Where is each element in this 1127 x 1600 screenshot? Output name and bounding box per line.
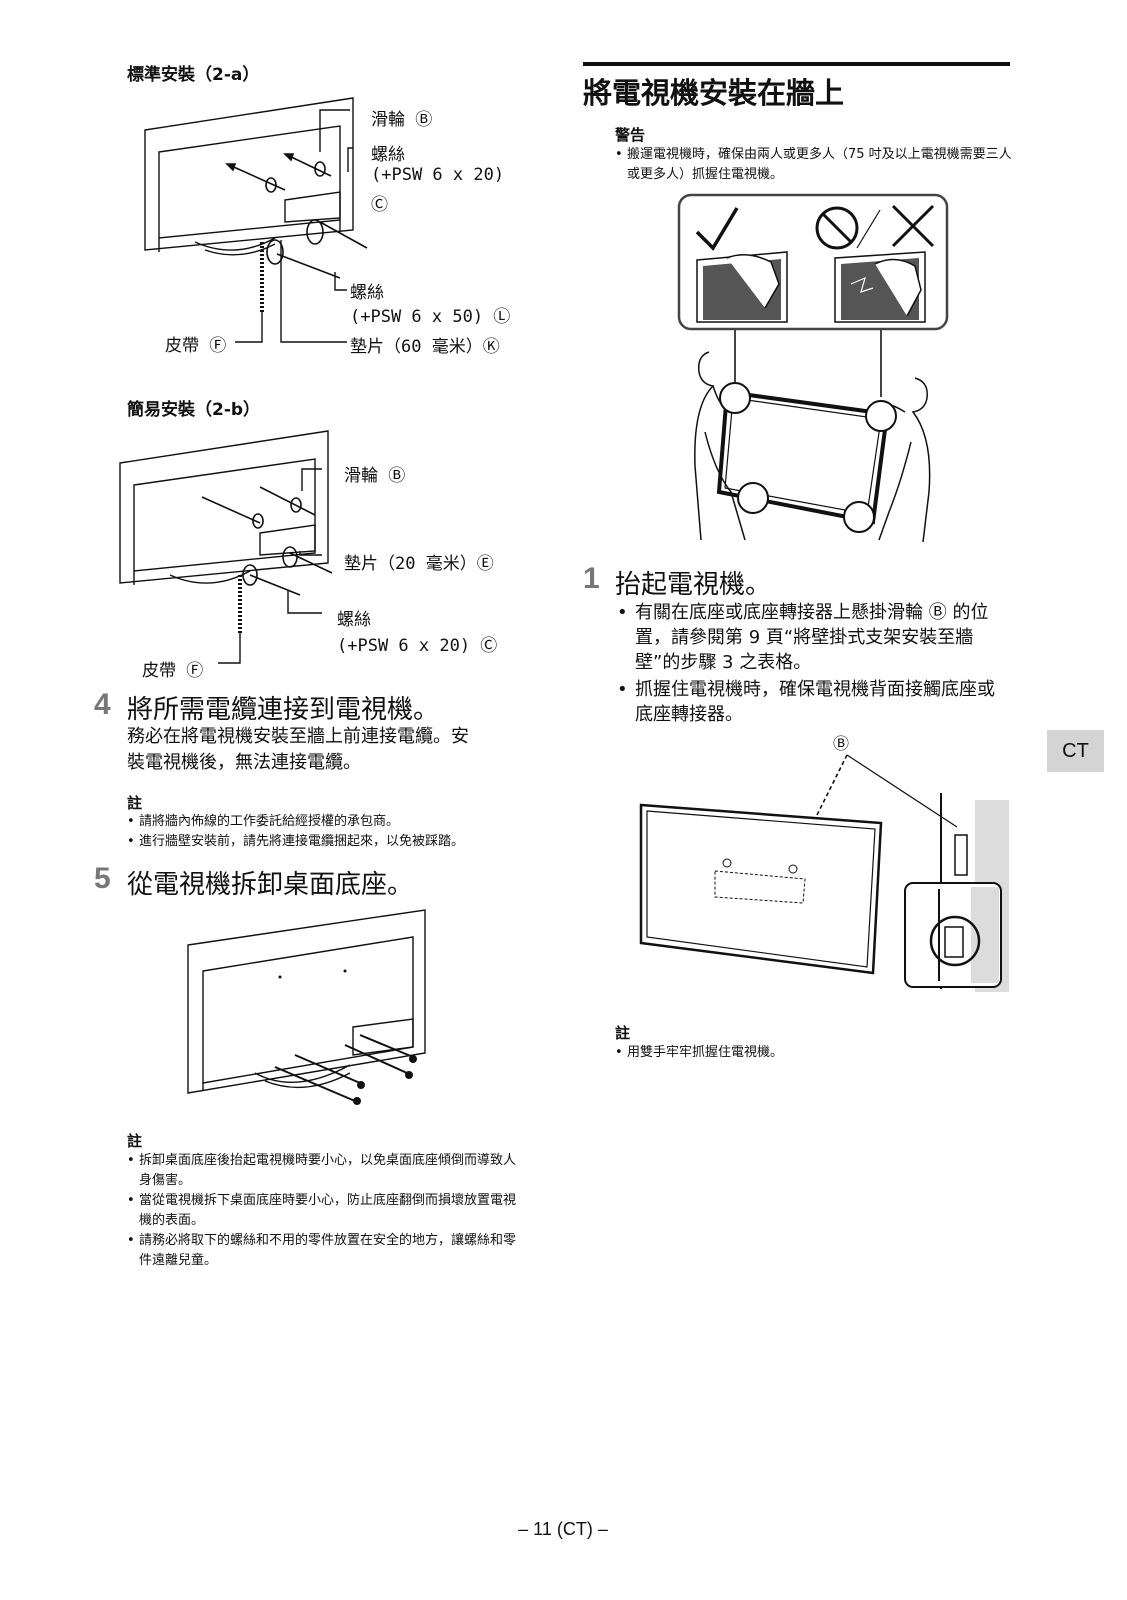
- label-screw-simple: 螺絲: [337, 610, 371, 630]
- figure-label-b: Ⓑ: [833, 734, 850, 753]
- figure-standard-install: [144, 97, 368, 343]
- step5-title: 從電視機拆卸桌面底座。: [127, 870, 414, 900]
- check-icon: [695, 207, 739, 251]
- label-belt-f: 皮帶 Ⓕ: [165, 336, 227, 356]
- section-title: 將電視機安裝在牆上: [583, 76, 845, 110]
- simple-install-title: 簡易安裝（2-b）: [127, 400, 261, 420]
- step5-note-heading: 註: [127, 1132, 143, 1150]
- label-screw-c: 螺絲: [371, 145, 405, 165]
- step4-notes: 請將牆內佈線的工作委託給經授權的承包商。 進行牆壁安裝前，請先將連接電纜捆起來，…: [127, 812, 527, 852]
- warning-heading: 警告: [615, 126, 646, 144]
- step5-number: 5: [94, 862, 111, 895]
- label-belt-f-simple: 皮帶 Ⓕ: [142, 661, 204, 681]
- label-screw-l-spec: (+PSW 6 x 50) Ⓛ: [350, 307, 511, 327]
- step1-title: 抬起電視機。: [615, 570, 772, 600]
- language-tab: CT: [1047, 730, 1104, 772]
- prohibited-icon: [815, 206, 859, 250]
- standard-install-title: 標準安裝（2-a）: [127, 65, 260, 85]
- note-item: 當從電視機拆下桌面底座時要小心，防止底座翻倒而損壞放置電視機的表面。: [127, 1191, 517, 1231]
- figure-two-person-lift: [677, 193, 949, 543]
- step4-body-line1: 務必在將電視機安裝至牆上前連接電纜。安: [127, 726, 469, 747]
- label-screw-c-mark: Ⓒ: [371, 195, 388, 215]
- label-spacer-e: 墊片（20 毫米）Ⓔ: [344, 554, 494, 574]
- step1-bullet: 有關在底座或底座轉接器上懸掛滑輪 Ⓑ 的位置，請參閱第 9 頁“將壁掛式支架安裝…: [615, 600, 995, 675]
- note-item: 請將牆內佈線的工作委託給經授權的承包商。: [127, 812, 527, 832]
- page-number: – 11 (CT) –: [518, 1519, 608, 1539]
- cross-icon: [891, 204, 935, 248]
- step1-note-heading: 註: [615, 1024, 631, 1042]
- step4-number: 4: [94, 688, 111, 721]
- note-item: 進行牆壁安裝前，請先將連接電纜捆起來，以免被踩踏。: [127, 832, 527, 852]
- step1-bullet: 抓握住電視機時，確保電視機背面接觸底座或底座轉接器。: [615, 677, 995, 727]
- section-rule: [583, 62, 1010, 66]
- step1-notes: 用雙手牢牢抓握住電視機。: [615, 1043, 995, 1063]
- warning-list: 搬運電視機時，確保由兩人或更多人（75 吋及以上電視機需要三人或更多人）抓握住電…: [615, 145, 1015, 185]
- label-pulley-b-simple: 滑輪 Ⓑ: [344, 466, 406, 486]
- label-screw-simple-spec: (+PSW 6 x 20) Ⓒ: [337, 636, 498, 656]
- note-item: 拆卸桌面底座後抬起電視機時要小心，以免桌面底座傾倒而導致人身傷害。: [127, 1151, 517, 1191]
- step4-title: 將所需電纜連接到電視機。: [127, 695, 440, 725]
- figure-wall-bracket: [639, 754, 1009, 992]
- step4-note-heading: 註: [127, 794, 143, 812]
- label-screw-c-spec: (+PSW 6 x 20): [371, 165, 505, 185]
- step1-bullets: 有關在底座或底座轉接器上懸掛滑輪 Ⓑ 的位置，請參閱第 9 頁“將壁掛式支架安裝…: [615, 600, 995, 729]
- note-item: 用雙手牢牢抓握住電視機。: [615, 1043, 995, 1063]
- note-item: 請務必將取下的螺絲和不用的零件放置在安全的地方，讓螺絲和零件遠離兒童。: [127, 1231, 517, 1271]
- label-spacer-k: 墊片（60 毫米）Ⓚ: [350, 337, 500, 357]
- label-screw-l: 螺絲: [350, 283, 384, 303]
- step4-body-line2: 裝電視機後，無法連接電纜。: [127, 752, 361, 773]
- label-pulley-b: 滑輪 Ⓑ: [371, 110, 433, 130]
- figure-simple-install: [119, 430, 333, 664]
- step1-number: 1: [583, 562, 600, 595]
- warning-item: 搬運電視機時，確保由兩人或更多人（75 吋及以上電視機需要三人或更多人）抓握住電…: [615, 145, 1015, 185]
- step5-notes: 拆卸桌面底座後抬起電視機時要小心，以免桌面底座傾倒而導致人身傷害。 當從電視機拆…: [127, 1151, 517, 1271]
- figure-remove-stand: [187, 909, 426, 1105]
